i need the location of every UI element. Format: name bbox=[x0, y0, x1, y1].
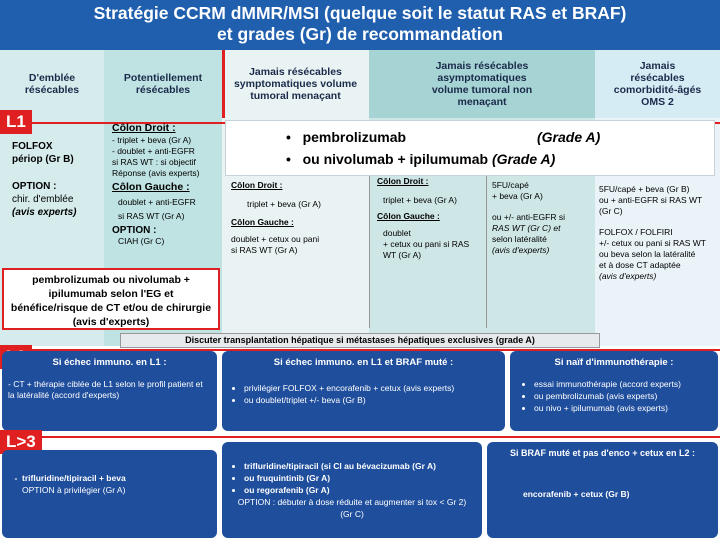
l2-box1-header: Si échec immuno. en L1 : bbox=[52, 357, 167, 368]
l3-box2-option: OPTION : débuter à dose réduite et augme… bbox=[237, 497, 467, 519]
l3-line bbox=[0, 436, 720, 438]
divider-4a-4b bbox=[486, 176, 487, 328]
col3-bg bbox=[222, 50, 369, 346]
col-divider-red bbox=[222, 50, 225, 118]
list-item: ou fruquintinib (Gr A) bbox=[244, 472, 482, 484]
l2-box2-header: Si échec immuno. en L1 et BRAF muté : bbox=[273, 357, 454, 368]
l3-box2-list: trifluridine/tipiracil (si CI au bévaciz… bbox=[230, 460, 482, 496]
col4-header: Jamais résécables asymptomatiques volume… bbox=[369, 50, 595, 118]
l3-box1-list: trifluridine/tipiracil + beva OPTION à p… bbox=[8, 472, 217, 496]
l2-box3-list: essai immunothérapie (accord experts) ou… bbox=[520, 378, 718, 414]
l3-box1: trifluridine/tipiracil + beva OPTION à p… bbox=[2, 450, 217, 538]
list-item: ou doublet/triplet +/- beva (Gr B) bbox=[244, 394, 505, 406]
l2-line bbox=[0, 349, 720, 351]
list-item: privilégier FOLFOX + encorafenib + cetux… bbox=[244, 382, 505, 394]
l1-col3: Côlon Droit : triplet + beva (Gr A) Côlo… bbox=[231, 180, 321, 255]
l2-box2-list: privilégier FOLFOX + encorafenib + cetux… bbox=[230, 382, 505, 406]
l1-col4a: Côlon Droit : triplet + beva (Gr A) Côlo… bbox=[377, 176, 470, 260]
l1-tag: L1 bbox=[0, 110, 32, 134]
list-item: trifluridine/tipiracil (si CI au bévaciz… bbox=[244, 460, 482, 472]
immuno-item2: • ou nivolumab + ipilumumab (Grade A) bbox=[286, 151, 556, 167]
l3-box3: Si BRAF muté et pas d'enco + cetux en L2… bbox=[487, 442, 718, 538]
col3-header: Jamais résécables symptomatiques volume … bbox=[233, 66, 358, 102]
list-item: trifluridine/tipiracil + beva bbox=[22, 472, 217, 484]
l3-box3-item: encorafenib + cetux (Gr B) bbox=[523, 489, 630, 499]
title-line1: Stratégie CCRM dMMR/MSI (quelque soit le… bbox=[93, 3, 627, 23]
list-item: ou nivo + ipilumumab (avis experts) bbox=[534, 402, 718, 414]
l3-box3-header: Si BRAF muté et pas d'enco + cetux en L2… bbox=[510, 448, 695, 458]
l1-transplant-bar: Discuter transplantation hépatique si mé… bbox=[120, 333, 600, 348]
l3-box2: trifluridine/tipiracil (si CI au bévaciz… bbox=[222, 442, 482, 538]
list-item: OPTION à privilégier (Gr A) bbox=[22, 485, 126, 495]
list-item: essai immunothérapie (accord experts) bbox=[534, 378, 718, 390]
divider-3-4 bbox=[369, 176, 370, 328]
l1-immuno-option-box: pembrolizumab ou nivolumab + ipilumumab … bbox=[2, 268, 220, 330]
title-banner: Stratégie CCRM dMMR/MSI (quelque soit le… bbox=[0, 0, 720, 50]
l1-col1: FOLFOX périop (Gr B) OPTION : chir. d'em… bbox=[12, 141, 77, 218]
l2-box3: Si naïf d'immunothérapie : essai immunot… bbox=[510, 351, 718, 431]
immuno-item1-grade: (Grade A) bbox=[537, 129, 601, 145]
l1-col2: Côlon Droit : - triplet + beva (Gr A) - … bbox=[112, 122, 200, 246]
col5-header: Jamais résécables comorbidité-âgés OMS 2 bbox=[595, 50, 720, 118]
immuno-item1: • pembrolizumab bbox=[286, 129, 407, 145]
l2-box1: Si échec immuno. en L1 : - CT + thérapie… bbox=[2, 351, 217, 431]
col2-header: Potentiellement résécables bbox=[123, 72, 203, 96]
l1-immuno-box: • pembrolizumab (Grade A) • ou nivolumab… bbox=[225, 120, 715, 176]
list-item: ou regorafenib (Gr A) bbox=[244, 484, 482, 496]
title-line2: et grades (Gr) de recommandation bbox=[217, 24, 503, 44]
l1-col5: 5FU/capé + beva (Gr B) ou + anti-EGFR si… bbox=[599, 184, 706, 281]
l2-box1-body: - CT + thérapie ciblée de L1 selon le pr… bbox=[8, 379, 208, 427]
l1-col4b: 5FU/capé + beva (Gr A) ou +/- anti-EGFR … bbox=[492, 180, 565, 255]
l2-box2: Si échec immuno. en L1 et BRAF muté : pr… bbox=[222, 351, 505, 431]
col1-header: D'emblée résécables bbox=[24, 72, 80, 96]
l2-box3-header: Si naïf d'immunothérapie : bbox=[554, 357, 674, 368]
list-item: ou pembrolizumab (avis experts) bbox=[534, 390, 718, 402]
